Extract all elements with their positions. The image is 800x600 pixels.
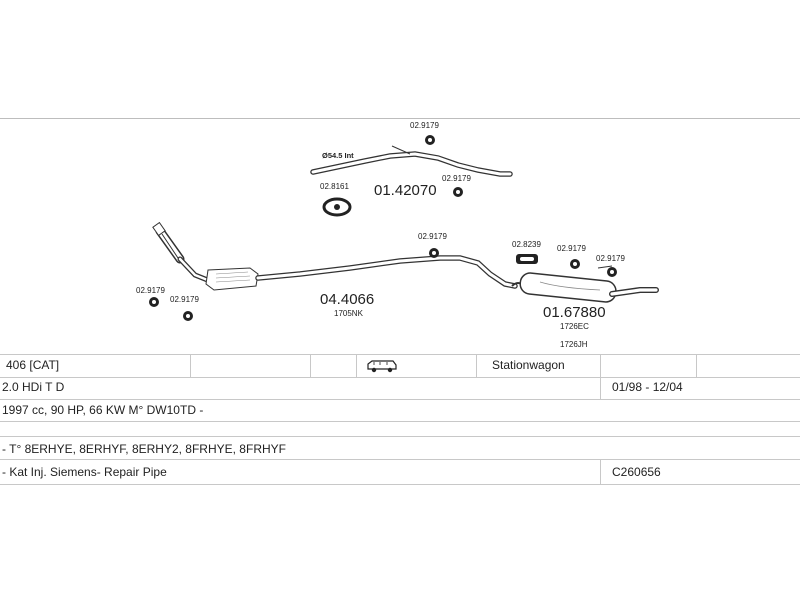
table-row: 406 [CAT] Stationwagon [0, 354, 800, 378]
part-number-01-67880: 01.67880 [543, 304, 606, 321]
specs-cell: 1997 cc, 90 HP, 66 KW M° DW10TD - [2, 403, 204, 417]
table-row [0, 422, 800, 437]
clamp-icon [453, 187, 463, 197]
hanger-icon [322, 197, 352, 217]
part-number-04-4066: 04.4066 [320, 291, 374, 308]
clamp-icon [607, 267, 617, 277]
clamp-icon [183, 311, 193, 321]
rear-silencer-01-67880 [511, 272, 659, 303]
body-type-cell: Stationwagon [492, 358, 565, 372]
types-cell: - T° 8ERHYE, 8ERHYF, 8ERHY2, 8FRHYE, 8FR… [2, 442, 286, 456]
fitting-label: 02.9179 [442, 174, 471, 183]
clamp-icon [425, 135, 435, 145]
part-number-01-42070: 01.42070 [374, 182, 437, 199]
catalytic-converter-04-4066 [152, 221, 259, 291]
fitting-label: 02.9179 [170, 295, 199, 304]
fitting-label: 02.9179 [136, 286, 165, 295]
fitting-label: 02.9179 [410, 121, 439, 130]
fitting-label: 02.8161 [320, 182, 349, 191]
station-wagon-icon [366, 359, 398, 381]
part-code-1705nk: 1705NK [334, 309, 364, 318]
exhaust-diagram: Ø54.5 Int 01.42070 04.4066 1705NK 01.678… [136, 121, 659, 349]
part-code-1726ec: 1726EC [560, 322, 589, 331]
fitting-label: 02.9179 [596, 254, 625, 263]
catalog-code-cell: C260656 [612, 465, 661, 479]
clamp-icon [429, 248, 439, 258]
period-cell: 01/98 - 12/04 [612, 380, 683, 394]
table-row: - Kat Inj. Siemens- Repair Pipe C260656 [0, 460, 800, 485]
fitting-label: 02.9179 [418, 232, 447, 241]
clamp-icon [570, 259, 580, 269]
engine-cell: 2.0 HDi T D [2, 380, 65, 394]
part-code-1726jh: 1726JH [560, 340, 588, 349]
clamp-icon [149, 297, 159, 307]
hanger-icon [516, 254, 538, 264]
table-row: 1997 cc, 90 HP, 66 KW M° DW10TD - [0, 400, 800, 422]
table-row: 2.0 HDi T D 01/98 - 12/04 [0, 377, 800, 400]
fitting-label: 02.8239 [512, 240, 541, 249]
note-cell: - Kat Inj. Siemens- Repair Pipe [2, 465, 167, 479]
fitting-label: 02.9179 [557, 244, 586, 253]
table-row: - T° 8ERHYE, 8ERHYF, 8ERHY2, 8FRHYE, 8FR… [0, 437, 800, 460]
model-cell: 406 [CAT] [6, 358, 60, 372]
top-border [0, 118, 800, 119]
pipe-diameter-label: Ø54.5 Int [322, 151, 354, 160]
